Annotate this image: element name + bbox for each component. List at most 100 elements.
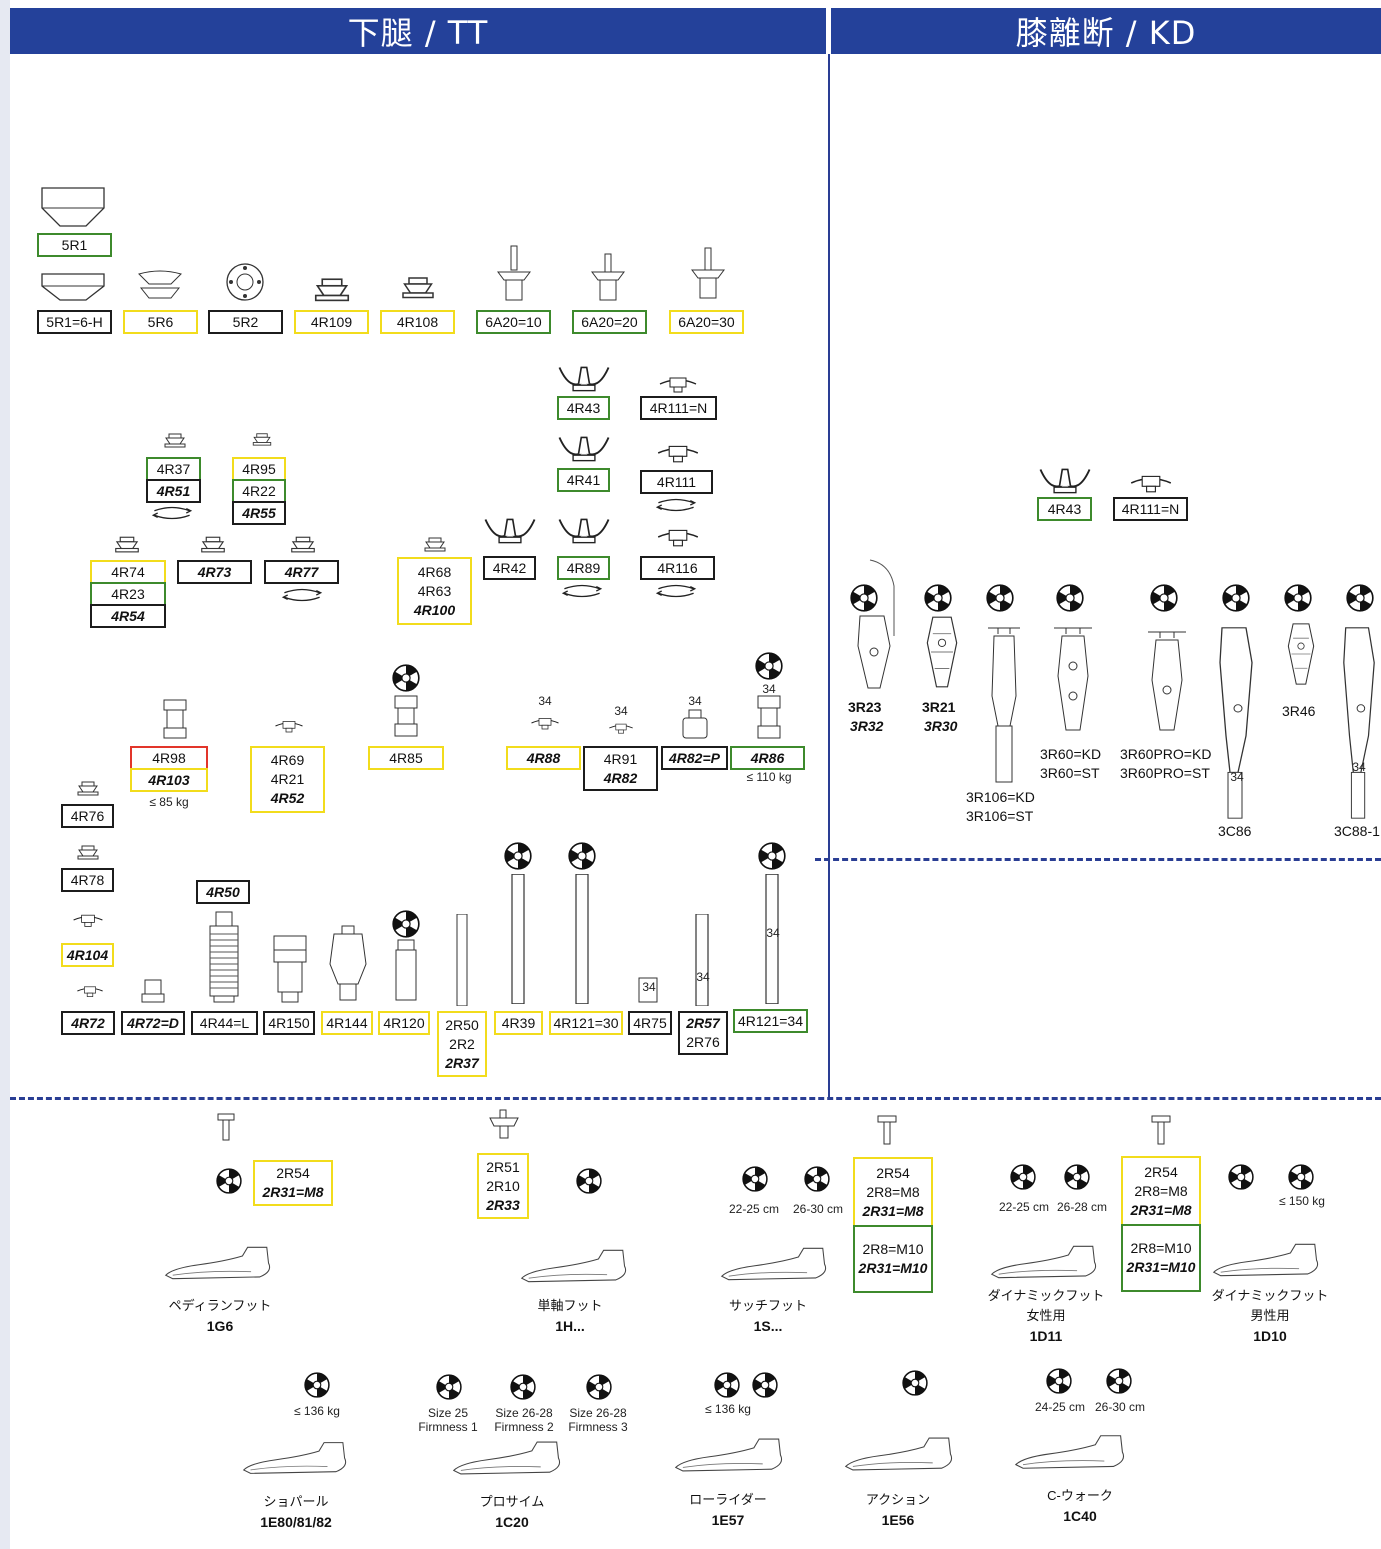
kd-part-3C86: 3C86 [1218, 823, 1252, 839]
adapter-stack-3: 2R54 2R8=M8 2R31=M8 [853, 1157, 933, 1227]
part-4R120: 4R120 [378, 1011, 430, 1035]
rotation-wheel-icon [804, 1166, 830, 1192]
adapter-stack-6: 2R8=M10 2R31=M10 [1121, 1224, 1201, 1292]
size-26-28: 26-28 cm [1056, 1200, 1108, 1214]
adapter-2R31-M10: 2R31=M10 [858, 1260, 928, 1276]
size-24-25: 24-25 cm [1034, 1400, 1086, 1414]
rotation-wheel-icon [1064, 1164, 1090, 1190]
foot-icon [452, 1438, 562, 1478]
round-plate-icon [222, 262, 268, 302]
part-stack-4R98: 4R98 4R103 [130, 746, 208, 792]
part-4R41: 4R41 [557, 468, 610, 492]
kd-part-3R23: 3R23 [848, 699, 882, 715]
clamp-adapter-icon [274, 712, 304, 740]
foot-icon [674, 1434, 784, 1476]
pyramid-adapter-icon [198, 535, 228, 553]
kd-part-3R30: 3R30 [924, 718, 958, 734]
socket-adapter-icon [40, 186, 106, 228]
rotation-wheel-icon [1222, 584, 1250, 612]
tube-clamp-icon [140, 978, 166, 1004]
rotation-wheel-icon [714, 1372, 740, 1398]
rotation-wheel-icon [1010, 1164, 1036, 1190]
size-34-label: 34 [1352, 760, 1366, 774]
foot-icon [844, 1432, 954, 1476]
part-4R72D: 4R72=D [121, 1011, 185, 1035]
kd-part-3R21: 3R21 [922, 699, 956, 715]
header-tt: 下腿 / TT [10, 8, 826, 54]
foot-code: 1E57 [711, 1512, 745, 1528]
knee-joint-icon [1282, 612, 1320, 696]
rotation-wheel-icon [758, 842, 786, 870]
foot-icon [990, 1240, 1098, 1284]
part-4R55: 4R55 [232, 501, 286, 525]
part-4R111N: 4R111=N [640, 396, 717, 420]
rotation-wheel-icon [1150, 584, 1178, 612]
firmness-label: Firmness 1 [418, 1420, 478, 1434]
weight-limit-136: ≤ 136 kg [294, 1404, 340, 1418]
clamp-adapter-icon [608, 716, 634, 740]
size-34-label: 34 [696, 970, 710, 984]
part-4R44L: 4R44=L [191, 1011, 258, 1035]
foot-name: ダイナミックフット 女性用 [987, 1288, 1105, 1323]
part-4R100: 4R100 [413, 601, 456, 618]
foot-code: 1C20 [495, 1514, 529, 1530]
foot-icon [520, 1246, 628, 1286]
cup-adapter-icon [137, 270, 183, 300]
size-22-25: 22-25 cm [728, 1202, 780, 1216]
size-26-28-firmness-3: Size 26-28 Firmness 3 [562, 1406, 634, 1434]
adapter-2R54: 2R54 [276, 1165, 310, 1181]
part-6A20-20: 6A20=20 [572, 310, 647, 334]
kd-part-3R60KD: 3R60=KD [1040, 746, 1102, 762]
adapter-2R54: 2R54 [876, 1164, 910, 1181]
part-4R22: 4R22 [232, 479, 286, 503]
kd-part-3C88: 3C88-1 [1334, 823, 1380, 839]
part-4R82P: 4R82=P [661, 746, 728, 770]
rotation-wheel-icon [924, 584, 952, 612]
rotation-wheel-icon [752, 1372, 778, 1398]
shock-absorber-icon [206, 910, 242, 1004]
tube-icon [506, 874, 530, 1004]
bolt-adapter-icon [588, 252, 628, 304]
part-4R50: 4R50 [196, 880, 250, 904]
rotation-wheel-icon [1106, 1368, 1132, 1394]
knee-joint-icon [920, 612, 964, 692]
clamp-adapter-icon [76, 978, 104, 1004]
part-4R75: 4R75 [628, 1011, 672, 1035]
part-stack-4R69: 4R69 4R21 4R52 [250, 746, 325, 813]
foot-1S: サッチフット 1S... [708, 1296, 828, 1336]
knee-joint-icon [1340, 626, 1378, 820]
foot-adapter-icon [486, 1108, 522, 1140]
bolt-adapter-icon [688, 246, 728, 302]
part-2R50: 2R50 [445, 1016, 479, 1033]
foot-1H: 単軸フット 1H... [510, 1296, 630, 1336]
firmness-label: Firmness 3 [568, 1420, 628, 1434]
rotation-wheel-icon [1288, 1164, 1314, 1190]
clamp-adapter-icon [656, 524, 700, 550]
part-4R78: 4R78 [61, 868, 114, 892]
tube-adapter-icon [755, 694, 783, 740]
part-4R73: 4R73 [177, 560, 252, 584]
foot-code: 1H... [555, 1318, 585, 1334]
rotation-wheel-icon [568, 842, 596, 870]
knee-joint-icon [850, 556, 900, 696]
part-4R121-30: 4R121=30 [549, 1011, 623, 1035]
part-stack-2R50: 2R50 2R2 2R37 [437, 1011, 487, 1077]
size-34-label: 34 [762, 682, 776, 696]
knee-joint-icon [1050, 626, 1096, 736]
foot-code: 1G6 [206, 1318, 234, 1334]
adapter-2R8-M8: 2R8=M8 [1134, 1182, 1188, 1199]
rotation-wheel-icon [755, 652, 783, 680]
weight-limit-150: ≤ 150 kg [1279, 1194, 1325, 1208]
part-4R116: 4R116 [640, 556, 715, 580]
size-34-label: 34 [1230, 770, 1244, 784]
tube-icon [570, 874, 594, 1004]
clamp-adapter-icon [530, 706, 560, 740]
part-6A20-10: 6A20=10 [476, 310, 551, 334]
foot-name: サッチフット [728, 1298, 807, 1313]
kd-part-4R111N: 4R111=N [1113, 497, 1188, 521]
adapter-stack-4: 2R8=M10 2R31=M10 [853, 1225, 933, 1293]
kd-divider-dashed [815, 858, 1381, 861]
size-34-label: 34 [642, 980, 656, 994]
pyramid-adapter-icon [312, 276, 352, 302]
